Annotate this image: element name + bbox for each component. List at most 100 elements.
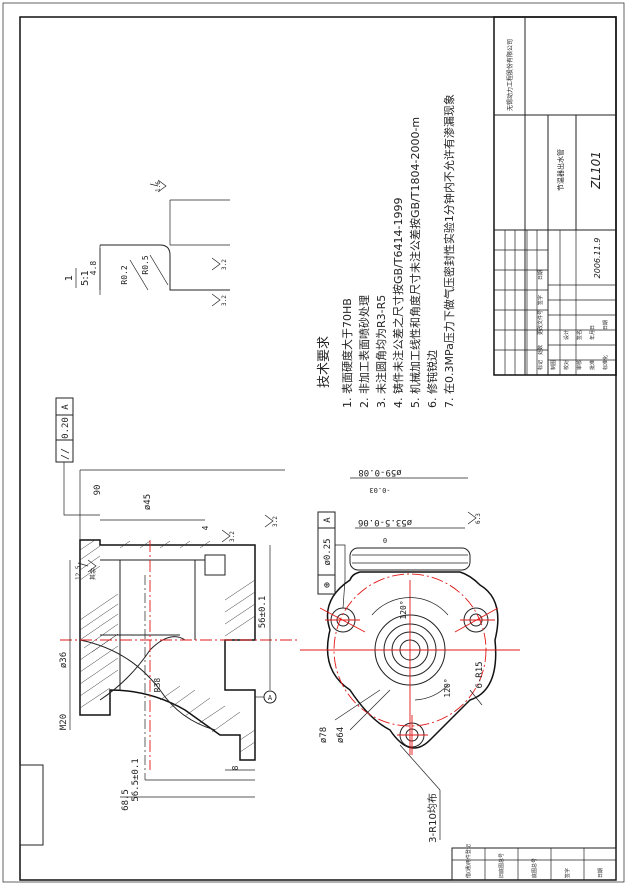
detail-profile (100, 244, 230, 291)
role-review: 审核 (576, 360, 583, 370)
rev-header-sign: 签字 (537, 295, 544, 305)
section-groove (204, 554, 226, 576)
detail-roughness-1 (149, 179, 167, 193)
flange-rough-text: 6.3 (475, 513, 482, 524)
flange-roughness (467, 511, 477, 525)
tol-parallel-value: 0.20 (61, 417, 71, 439)
tol-pos-leader (335, 544, 346, 609)
detail-roughness-3 (211, 293, 221, 307)
detail-rough-b-text: 3.2 (221, 259, 228, 270)
tech-req-item-3: 3. 未注圆角均为R3-R5 (374, 295, 388, 408)
tech-req-title: 技术要求 (317, 336, 332, 388)
row-design: 设计 (563, 330, 570, 340)
dim-m20: M20 (59, 714, 69, 730)
margin-label-3: 底图总号 (531, 858, 538, 878)
dim-59-low: -0.03 (369, 486, 390, 494)
dim-8: 8 (231, 765, 240, 770)
margin-label-2: 旧底图总号 (498, 853, 505, 878)
dim-565: 56.5±0.1 (131, 758, 141, 801)
dim-90: 90 (93, 485, 103, 496)
row-sign: 签名 (576, 330, 583, 340)
flange-collar (349, 547, 471, 571)
detail-radius-a: R0.2 (120, 265, 129, 284)
margin-label-5: 日期 (598, 868, 604, 878)
detail-scale-den: 5:1 (80, 270, 91, 286)
technical-requirements: 技术要求 1. 表面硬度大于70HB 2. 非加工表面喷砂处理 3. 未注圆角均… (317, 94, 456, 408)
detail-rough-c-text: 3.2 (221, 295, 228, 306)
section-curve (79, 639, 216, 731)
tech-req-item-2: 2. 非加工表面喷砂处理 (357, 295, 371, 408)
tol-pos-value: ø0.25 (323, 538, 333, 565)
detail-rough-a-text: 1.6 (155, 181, 162, 192)
role-draw: 制图 (550, 360, 557, 370)
tol-parallel-leader (63, 462, 100, 516)
detail-view: 1 5:1 4.8 R0.2 R0.5 1.6 3.2 3.2 (64, 179, 230, 307)
margin-block: 借(通)用件登记 旧底图总号 底图总号 签字 日期 (451, 844, 617, 881)
revision-grid (494, 230, 616, 375)
tech-req-item-1: 1. 表面硬度大于70HB (340, 298, 354, 408)
dim-56: 56±0.1 (258, 596, 268, 629)
section-view: // 0.20 A (55, 397, 300, 811)
detail-dim-height: 4.8 (89, 261, 98, 276)
dim-r38: R38 (153, 678, 162, 693)
rev-header-mark: 标记 (537, 360, 544, 370)
tol-pos-datum: A (323, 517, 333, 523)
inner-border (19, 16, 617, 881)
dim-685: 68.5 (121, 789, 131, 811)
tech-req-item-4: 4. 铸件未注公差之尺寸按GB/T6414-1999 (391, 198, 405, 408)
detail-leader-b (149, 254, 169, 286)
dim-r15: 6-R15 (475, 661, 485, 688)
margin-block-frame (451, 847, 617, 881)
margin-label-4: 签字 (564, 868, 571, 878)
dim-holes: 3-R10均布 (427, 793, 439, 843)
company-name: 无锡动力工程股份有限公司 (506, 39, 514, 111)
angle-1: 120° (399, 600, 408, 619)
section-hatching (79, 539, 256, 753)
dim-45: ø45 (143, 494, 153, 510)
left-corner-block (19, 764, 44, 846)
detail-scale-num: 1 (64, 275, 75, 281)
angle-arc-1 (371, 597, 449, 616)
role-approve: 批准 (589, 360, 596, 370)
dim-535: ø53.5-0.06 (358, 517, 412, 527)
rev-header-doc: 更改文件号 (537, 310, 544, 335)
rev-header-count: 处数 (537, 345, 544, 355)
detail-roughness-2 (211, 257, 221, 271)
tol-frame-parallel (55, 397, 74, 463)
tech-req-item-5: 5. 机械加工线性和角度尺寸未注公差按GB/T1804-2000-m (408, 117, 422, 408)
rev-header-date: 日期 (538, 270, 544, 280)
row-date: 年月日 (589, 325, 596, 340)
rough-mid-text: 3.2 (229, 531, 236, 542)
margin-label-1: 借(通)用件登记 (465, 844, 472, 878)
datum-a-text: A (268, 694, 273, 702)
rough-symbol-top (77, 559, 97, 573)
tol-parallel-datum: A (61, 404, 71, 410)
drawing-date: 2006.11.9 (593, 238, 602, 279)
role-date: 日期 (603, 320, 609, 330)
section-curve-2 (99, 636, 186, 701)
tol-pos-symbol: ⊕ (322, 582, 333, 588)
dim-78: ø78 (319, 727, 329, 743)
angle-2: 120° (443, 678, 452, 697)
d64-leader (349, 689, 391, 731)
role-check: 校对 (563, 360, 570, 370)
section-body-outline (79, 539, 256, 761)
rough-symbol-right (264, 514, 274, 528)
title-block-frame (493, 16, 617, 376)
flange-outline (326, 571, 499, 749)
tol-frame-position (317, 511, 336, 595)
tol-parallel-symbol: // (60, 448, 71, 460)
dim-64: ø64 (336, 727, 346, 743)
flange-view: ø59-0.08 -0.03 ø53.5-0.06 0 ⊕ ø0.25 A 6.… (300, 467, 520, 843)
holes-leader (399, 744, 441, 791)
part-name: 节温器出水管 (556, 149, 565, 191)
drawing-number: ZL101 (589, 151, 603, 190)
title-block: 无锡动力工程股份有限公司 节温器出水管 ZL101 2006.11.9 标记 (493, 16, 617, 376)
rough-top-text: 12.5 (75, 565, 82, 580)
dim-535-low: 0 (383, 536, 387, 544)
rough-symbol-mid (221, 529, 231, 543)
tech-req-item-6: 6. 修钝锐边 (425, 350, 439, 408)
role-standard: 标准化 (602, 355, 609, 370)
